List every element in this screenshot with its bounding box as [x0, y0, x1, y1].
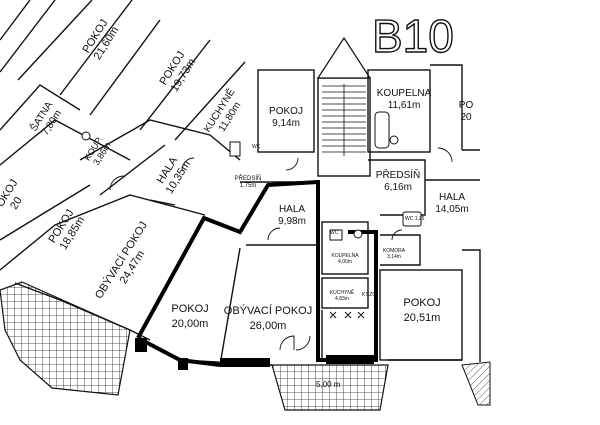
svg-text:KOMORA: KOMORA — [383, 248, 406, 254]
staircase — [316, 36, 372, 177]
svg-text:PŘEDSÍŇ: PŘEDSÍŇ — [235, 174, 262, 182]
svg-text:POKOJ: POKOJ — [269, 106, 303, 117]
room-labels: POKOJ 21,60m POKOJ 19,73m KUCHYNĚ 11,80m… — [0, 17, 473, 332]
svg-text:20: 20 — [8, 195, 25, 212]
svg-text:14,05m: 14,05m — [435, 204, 468, 215]
svg-text:4,00m: 4,00m — [338, 259, 352, 265]
svg-text:20,00m: 20,00m — [172, 318, 209, 330]
svg-text:4,83m: 4,83m — [335, 296, 349, 302]
svg-text:11,61m: 11,61m — [388, 100, 421, 111]
svg-text:POKOJ: POKOJ — [403, 297, 440, 309]
wc-label: WC — [252, 144, 261, 150]
room-pokoj-top-mid: POKOJ 19,73m — [157, 49, 198, 94]
kitchen-code-label: KT.ZO — [362, 292, 376, 298]
balcony-left — [0, 281, 131, 396]
svg-text:3,14m: 3,14m — [387, 254, 401, 260]
svg-text:1,75m: 1,75m — [240, 183, 257, 189]
room-predsin-left: PŘEDSÍŇ 1,75m — [235, 174, 262, 189]
svg-text:9,14m: 9,14m — [272, 118, 300, 129]
svg-text:PŘEDSÍŇ: PŘEDSÍŇ — [376, 168, 420, 181]
room-obyvaci-2600: OBÝVACÍ POKOJ 26,00m — [224, 304, 312, 332]
svg-text:HALA: HALA — [439, 192, 465, 203]
room-hala-left: HALA 10,35m — [155, 154, 194, 196]
walls — [0, 0, 481, 366]
room-pokoj-2051: POKOJ 20,51m — [403, 297, 440, 324]
svg-text:KOUPELNA: KOUPELNA — [377, 88, 432, 99]
svg-text:PO: PO — [459, 100, 474, 111]
counter-marks — [329, 311, 365, 319]
room-koupelna-small: KOUPELNA 4,00m — [331, 253, 359, 265]
balcony-bottom — [271, 364, 389, 411]
room-pokoj-914: POKOJ 9,14m — [269, 106, 303, 129]
svg-text:20,51m: 20,51m — [404, 312, 441, 324]
building-title: B10 — [372, 10, 454, 62]
room-kuchyne-small: KUCHYNĚ 4,83m — [330, 288, 355, 302]
small-labels: WC WC WC 1,25 KT.ZO 5,00 m — [252, 144, 425, 389]
room-hala-right: HALA 14,05m — [435, 192, 468, 215]
room-kuchyne: KUCHYNĚ 11,80m — [201, 86, 244, 135]
svg-text:KUCHYNĚ: KUCHYNĚ — [330, 288, 355, 296]
room-koupelna-right: KOUPELNA 11,61m — [377, 88, 432, 111]
room-komora: KOMORA 3,14m — [383, 248, 406, 260]
unit-outline-pillars — [135, 338, 374, 370]
svg-text:26,00m: 26,00m — [250, 320, 287, 332]
wc-label: WC 1,25 — [405, 216, 425, 222]
room-pokoj-left-edge: POKOJ 20 — [0, 177, 25, 215]
svg-text:6,16m: 6,16m — [384, 182, 412, 193]
room-predsin-right: PŘEDSÍŇ 6,16m — [376, 168, 420, 193]
svg-text:HALA: HALA — [279, 204, 305, 215]
fixtures — [81, 111, 422, 241]
room-pokoj-far-right: PO 20 — [459, 100, 474, 123]
doors — [109, 147, 453, 351]
svg-text:OBÝVACÍ POKOJ: OBÝVACÍ POKOJ — [224, 304, 312, 317]
balcony-area-label: 5,00 m — [316, 380, 341, 389]
room-hala-center: HALA 9,98m — [278, 204, 306, 227]
room-satna: ŠATNA 7,80m — [27, 99, 64, 138]
room-pokoj-2000: POKOJ 20,00m — [171, 303, 208, 330]
room-pokoj-top-left: POKOJ 21,60m — [80, 17, 121, 62]
room-obyvaci-left: OBÝVACÍ POKOJ 24,47m — [92, 219, 150, 301]
svg-text:20: 20 — [460, 112, 472, 123]
svg-text:POKOJ: POKOJ — [171, 303, 208, 315]
unit-outline — [136, 180, 378, 367]
svg-text:9,98m: 9,98m — [278, 216, 306, 227]
balcony-right — [461, 361, 491, 406]
svg-text:KOUPELNA: KOUPELNA — [331, 253, 359, 259]
wc-label: WC — [330, 230, 339, 236]
